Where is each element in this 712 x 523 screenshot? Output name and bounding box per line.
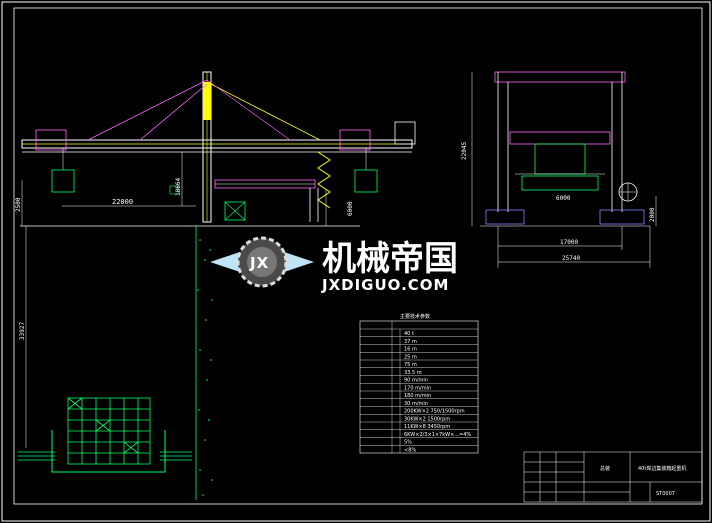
spec-row-value: 25 m: [404, 354, 417, 360]
crane-side-view: [18, 71, 416, 500]
dim-vertical-long: 33927: [19, 322, 26, 340]
watermark: JX 机械帝国 JXDIGUO.COM: [210, 236, 458, 294]
title-block: [523, 451, 703, 503]
spec-row-value: 170 m/min: [404, 385, 431, 391]
spec-row-value: 5%: [404, 440, 412, 446]
title-block-material: 总装: [600, 465, 610, 472]
dim-bottom-2: 25740: [562, 255, 580, 262]
container-stack: [67, 397, 151, 465]
dim-mid-height: 18664: [175, 178, 182, 196]
dim-span-left: 22000: [112, 198, 133, 206]
spec-row-value: 90 m/min: [404, 378, 428, 384]
crane-end-view: [480, 71, 650, 227]
title-block-name: 40t岸边集装箱起重机: [638, 465, 686, 472]
spec-row-value: 200KW×2 750/1500rpm: [404, 409, 465, 415]
ship-hull: [51, 430, 166, 473]
spec-row-value: 30 m/min: [404, 401, 428, 407]
spec-table-title: 主要技术参数: [400, 313, 430, 320]
title-block-number: ST0007: [656, 491, 675, 497]
logo-letters: JX: [249, 254, 269, 272]
dim-right-height: 22045: [461, 142, 468, 160]
drawing-border-inner: [13, 7, 703, 505]
dim-left-base: 2500: [15, 197, 22, 212]
watermark-title: 机械帝国: [322, 239, 458, 279]
spec-row-value: 75 m: [404, 362, 417, 368]
dim-right-base: 2000: [649, 207, 656, 222]
dim-bottom-1: 17000: [560, 239, 578, 246]
left-dimensions: [21, 152, 327, 448]
spec-row-value: <8%: [404, 447, 416, 453]
spec-row-value: 6KW×2/3×1×7kW×...=4%: [404, 432, 471, 438]
dim-center-gap: 6000: [347, 201, 354, 216]
spec-row-value: 37 m: [404, 339, 417, 345]
spec-row-value: 30KW×2 1500rpm: [404, 416, 450, 422]
gear-logo-icon: JX: [210, 236, 314, 288]
spec-row-value: 180 m/min: [404, 393, 431, 399]
right-dimensions: [471, 72, 657, 268]
watermark-subtitle: JXDIGUO.COM: [321, 276, 449, 294]
dim-right-width: 6000: [556, 195, 571, 202]
spec-table: 主要技术参数 40 t 37 m 16 m25 m 75 m 33.5 m 90 m/mi…: [359, 313, 479, 453]
spec-row-value: 40 t: [404, 331, 414, 337]
spec-row-value: 16 m: [404, 347, 417, 353]
spec-row-value: 33.5 m: [404, 370, 422, 376]
spec-row-value: 11KW×8 3450rpm: [404, 424, 450, 430]
